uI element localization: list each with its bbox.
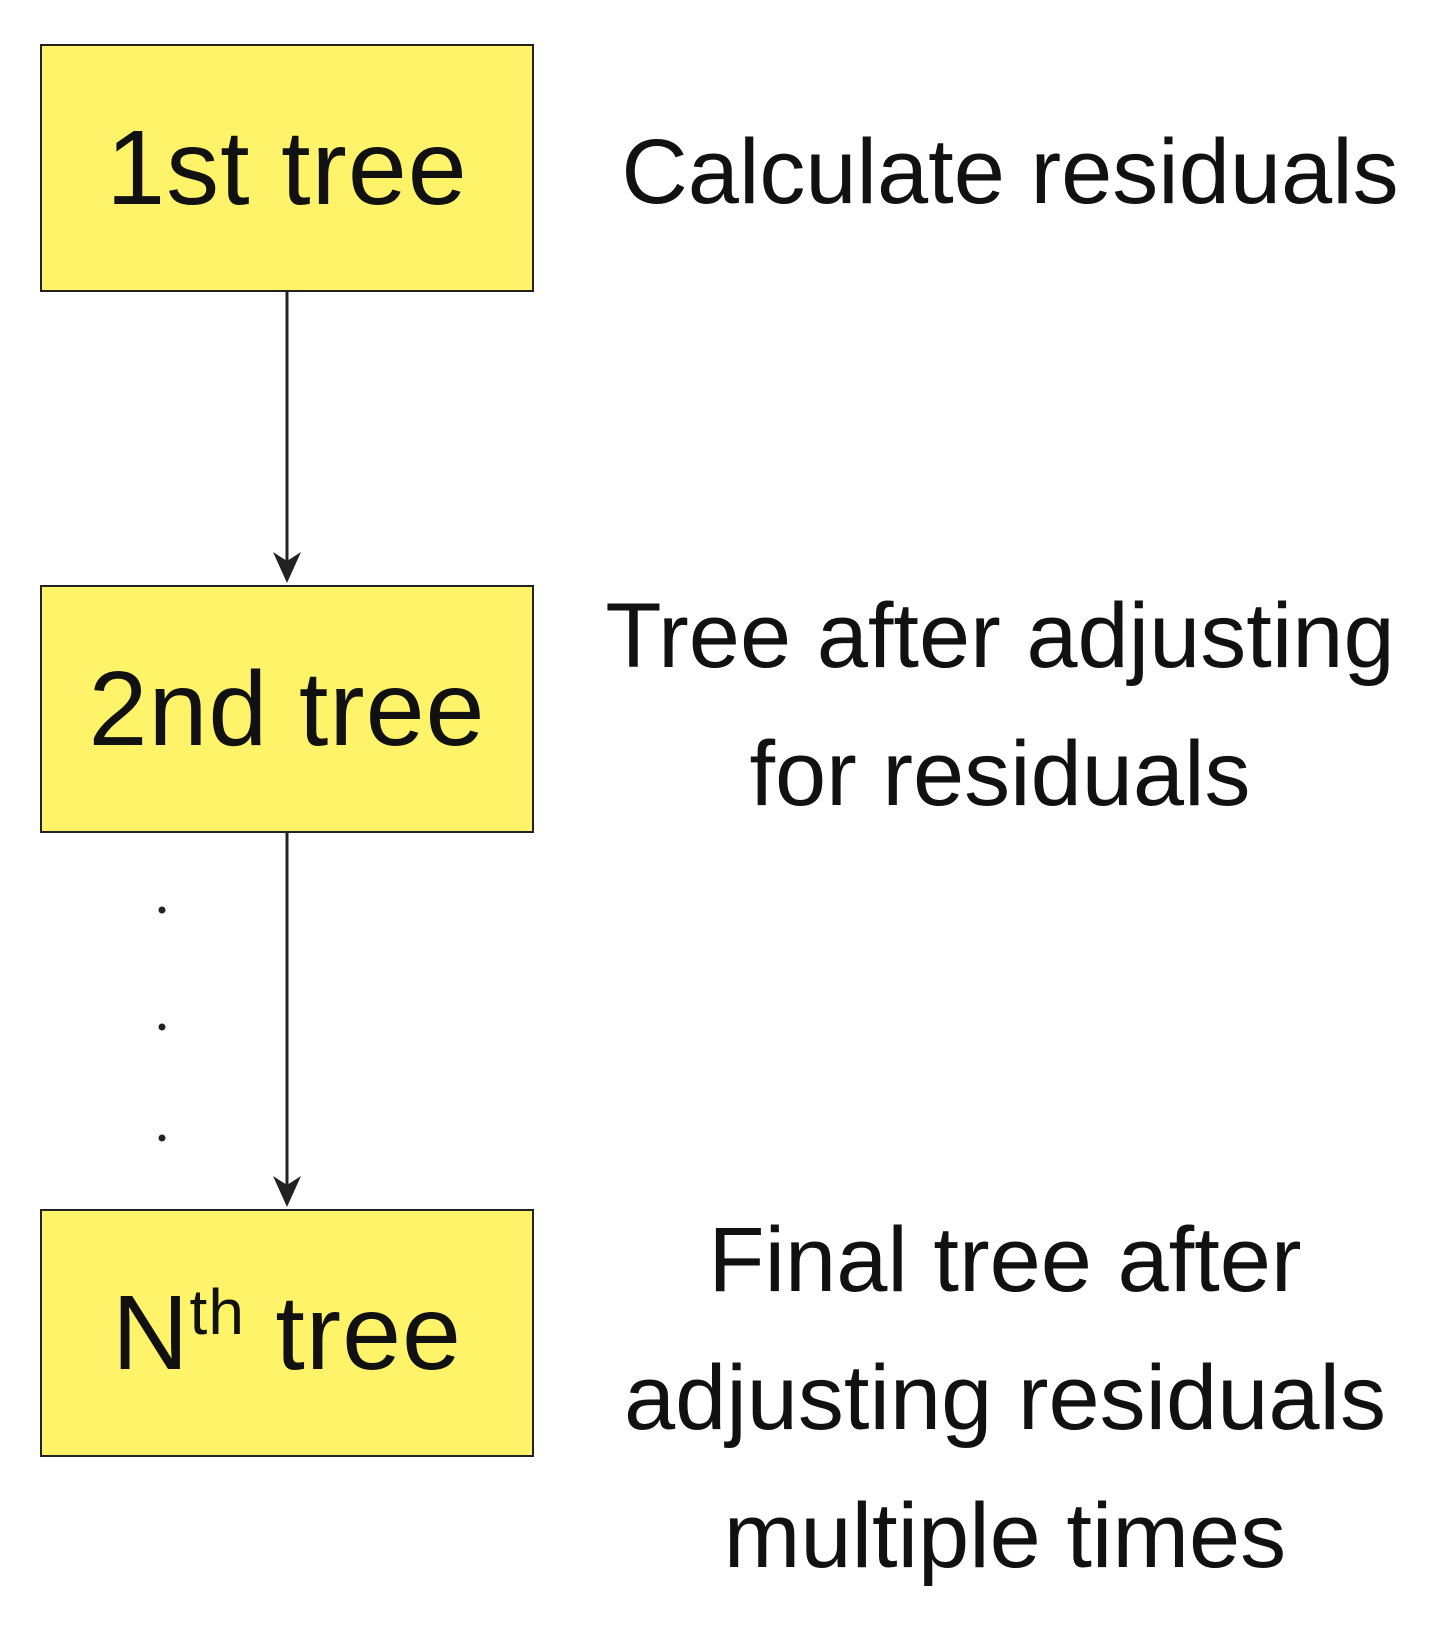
nth-tree-label: Nth tree: [112, 1280, 462, 1386]
ellipsis-dot-1: [158, 906, 166, 914]
second-tree-box: 2nd tree: [40, 585, 534, 833]
second-tree-label: 2nd tree: [88, 650, 486, 768]
first-tree-box: 1st tree: [40, 44, 534, 292]
nth-tree-letter: N: [111, 1274, 190, 1392]
ellipsis-dot-3: [158, 1134, 166, 1142]
note-line: Tree after adjusting: [605, 585, 1395, 687]
nth-tree-box: Nth tree: [40, 1209, 534, 1457]
first-tree-label: 1st tree: [106, 109, 468, 227]
second-tree-note: Tree after adjusting for residuals: [580, 567, 1420, 843]
nth-tree-superscript: th: [189, 1275, 245, 1348]
nth-tree-note: Final tree after adjusting residuals mul…: [590, 1191, 1420, 1605]
note-line: adjusting residuals: [623, 1347, 1386, 1449]
arrowhead-1: [273, 552, 301, 583]
note-line: Calculate residuals: [621, 121, 1399, 223]
arrowhead-2: [273, 1176, 301, 1207]
nth-tree-suffix: tree: [244, 1274, 463, 1392]
note-line: multiple times: [723, 1485, 1287, 1587]
first-tree-note: Calculate residuals: [600, 103, 1420, 241]
ellipsis-dot-2: [158, 1023, 166, 1031]
note-line: Final tree after: [708, 1209, 1302, 1311]
note-line: for residuals: [749, 723, 1251, 825]
